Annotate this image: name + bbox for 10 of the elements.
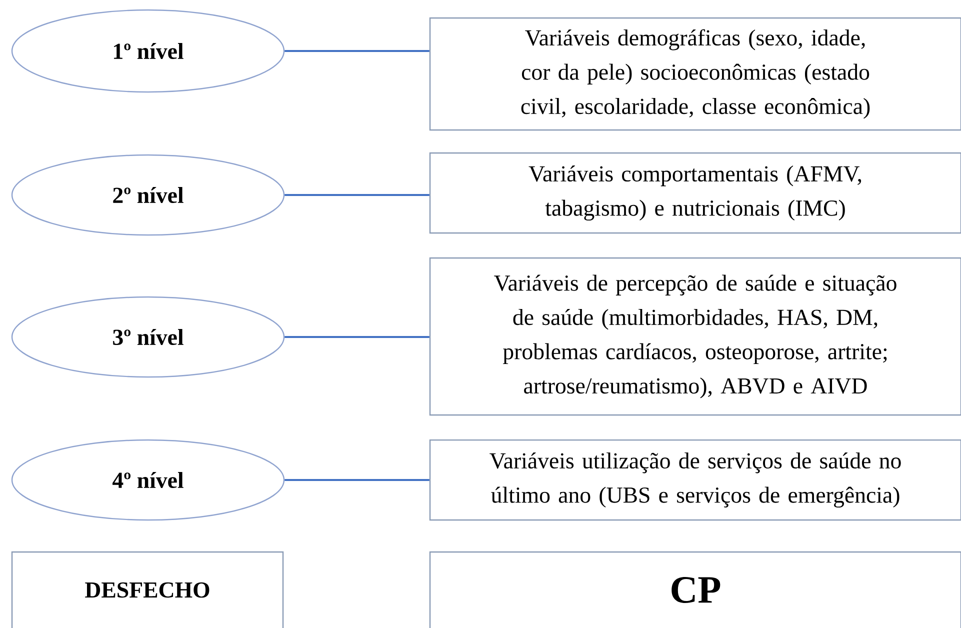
variables-box: Variáveis demográficas (sexo, idade, cor da pele) socioeconômicas (estado civil, escolaridade, classe econômica) xyxy=(429,17,961,131)
connector-line xyxy=(284,50,430,52)
connector-line xyxy=(284,336,430,338)
variables-box: Variáveis comportamentais (AFMV, tabagismo) e nutricionais (IMC) xyxy=(429,152,961,234)
outcome-box: DESFECHO xyxy=(11,551,284,628)
connector-line xyxy=(284,478,430,482)
variables-box: Variáveis de percepção de saúde e situação de saúde (multimorbidades, HAS, DM, problemas cardíacos, osteoporose, artrite; artrose/reumatismo), ABVD e AIVD xyxy=(429,257,961,416)
connector-line xyxy=(284,194,430,196)
outcome-box: CP xyxy=(429,551,961,628)
variables-box: Variáveis utilização de serviços de saúde no último ano (UBS e serviços de emergência) xyxy=(429,439,961,521)
